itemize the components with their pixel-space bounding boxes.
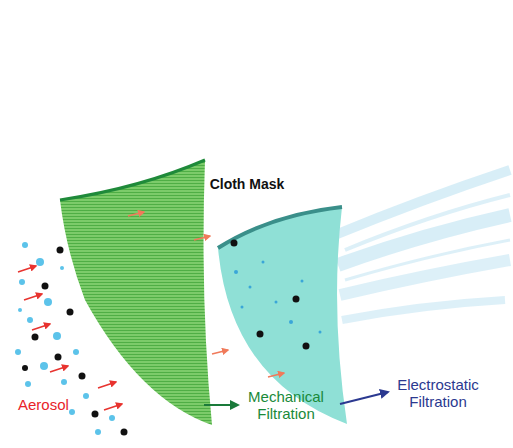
trapped-particle xyxy=(257,331,264,338)
airflow-streak xyxy=(345,240,510,280)
process-arrow xyxy=(340,392,388,404)
trapped-droplet xyxy=(275,301,278,304)
aerosol-droplet xyxy=(27,317,33,323)
trapped-droplet xyxy=(301,280,304,283)
aerosol-droplet xyxy=(109,415,115,421)
aerosol-particle xyxy=(55,354,62,361)
flow-arrow xyxy=(18,266,36,272)
flow-arrow xyxy=(268,373,284,377)
aerosol-droplet xyxy=(69,409,75,415)
aerosol-droplet xyxy=(60,266,64,270)
trapped-droplet xyxy=(241,306,244,309)
aerosol-particle xyxy=(57,247,64,254)
aerosol-droplet xyxy=(73,349,79,355)
layer-edge xyxy=(60,160,205,200)
flow-arrow xyxy=(32,324,50,330)
flow-arrow xyxy=(50,366,68,372)
aerosol-particle xyxy=(32,334,39,341)
flow-arrow xyxy=(98,382,116,388)
trapped-droplet xyxy=(262,261,265,264)
aerosol-droplet xyxy=(19,279,25,285)
layer-edge xyxy=(218,207,342,248)
airflow-streak xyxy=(342,300,505,320)
aerosol-droplet xyxy=(83,393,89,399)
trapped-droplet xyxy=(234,270,238,274)
stage-label: Electrostatic Filtration xyxy=(382,376,494,410)
aerosol-droplet xyxy=(95,429,101,435)
flow-arrow xyxy=(194,236,210,240)
title-text: Cloth Mask xyxy=(170,176,324,193)
trapped-particle xyxy=(231,240,238,247)
aerosol-particle xyxy=(22,365,28,371)
aerosol-particle xyxy=(67,309,74,316)
flow-arrow xyxy=(212,350,228,354)
trapped-particle xyxy=(303,343,310,350)
aerosol-droplet xyxy=(18,308,22,312)
aerosol-particle xyxy=(121,429,128,436)
aerosol-particle xyxy=(42,283,49,290)
stage-label: Mechanical Filtration xyxy=(234,388,338,422)
trapped-droplet xyxy=(249,286,252,289)
airflow-streak xyxy=(340,260,510,295)
aerosol-droplet xyxy=(61,379,67,385)
trapped-droplet xyxy=(319,331,322,334)
flow-arrow xyxy=(104,404,122,410)
flow-arrow xyxy=(128,212,144,216)
trapped-particle xyxy=(293,296,300,303)
flow-arrow xyxy=(24,294,42,300)
cloth-layer xyxy=(60,160,212,425)
process-arrow xyxy=(204,404,238,406)
aerosol-droplet xyxy=(15,349,21,355)
aerosol-label: Aerosol xyxy=(18,396,108,413)
electrostatic-layer xyxy=(218,207,347,424)
aerosol-droplet xyxy=(40,362,48,370)
airflow-streak xyxy=(345,195,510,250)
trapped-droplet xyxy=(289,320,293,324)
aerosol-particle xyxy=(79,373,86,380)
aerosol-droplet xyxy=(25,381,31,387)
aerosol-droplet xyxy=(53,332,61,340)
aerosol-droplet xyxy=(22,242,28,248)
aerosol-droplet xyxy=(36,258,44,266)
aerosol-particle xyxy=(92,411,99,418)
aerosol-droplet xyxy=(44,298,52,306)
